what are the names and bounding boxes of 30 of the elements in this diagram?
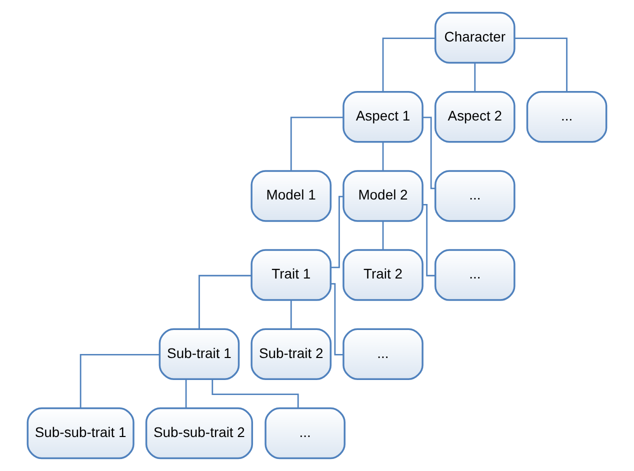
node-box: Sub-trait 2 (250, 328, 332, 380)
connector (382, 38, 435, 92)
node-box: Trait 1 (250, 249, 332, 301)
node-box: Aspect 2 (434, 90, 516, 143)
connector (474, 62, 476, 92)
node-box: Trait 2 (342, 249, 424, 301)
connector (422, 116, 436, 190)
node-box: Model 2 (342, 170, 424, 222)
node-box: ... (434, 249, 516, 301)
connector (290, 300, 292, 329)
node-box: ... (526, 90, 608, 143)
connector (382, 142, 384, 171)
node-box: ... (264, 407, 346, 460)
connector (290, 116, 343, 171)
connector (382, 220, 384, 250)
connector (330, 283, 344, 356)
node-box: Model 1 (250, 170, 332, 222)
connector (198, 274, 252, 329)
connector (330, 196, 344, 268)
node-box: Sub-trait 1 (158, 328, 240, 380)
node-box: Sub-sub-trait 2 (145, 407, 254, 460)
connector (185, 379, 187, 408)
node-box: Sub-sub-trait 1 (26, 407, 134, 460)
connector (422, 204, 436, 276)
connector (80, 354, 160, 408)
node-box: ... (434, 170, 516, 222)
connector (514, 38, 568, 92)
node-box: Character (434, 12, 516, 64)
node-box: Aspect 1 (342, 90, 424, 143)
node-box: ... (342, 328, 424, 380)
